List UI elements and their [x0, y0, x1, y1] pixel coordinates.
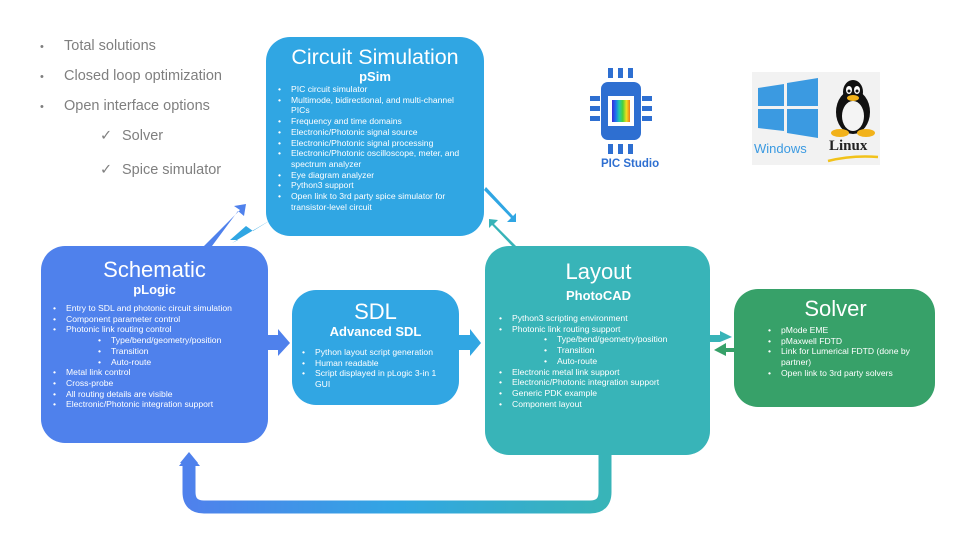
list-item: Type/bend/geometry/position [51, 335, 258, 346]
list-item: Photonic link routing control [51, 324, 258, 335]
list-item: Electronic metal link support [497, 367, 700, 378]
list-item: Transition [497, 345, 700, 356]
layout-box: Layout PhotoCAD Python3 scripting enviro… [485, 246, 710, 455]
arrow-layout-to-schematic-loop [179, 452, 612, 514]
list-item: Component layout [497, 399, 700, 410]
circuit-simulation-box: Circuit Simulation pSim PIC circuit simu… [266, 37, 484, 236]
list-item: Entry to SDL and photonic circuit simula… [51, 303, 258, 314]
list-item: Metal link control [51, 367, 258, 378]
list-item: Eye diagram analyzer [276, 170, 474, 181]
box-subtitle: pSim [359, 69, 391, 84]
sdl-box: SDL Advanced SDL Python layout script ge… [292, 290, 459, 405]
list-item: Generic PDK example [497, 388, 700, 399]
box-subtitle: Advanced SDL [329, 324, 422, 339]
list-item: Open link to 3rd party spice simulator f… [276, 191, 474, 212]
box-subtitle: pLogic [133, 282, 176, 297]
linux-label: Linux [829, 138, 868, 154]
list-item: Multimode, bidirectional, and multi-chan… [276, 95, 474, 116]
box-title: Circuit Simulation [291, 45, 459, 69]
list-item: Link for Lumerical FDTD (done by partner… [766, 346, 925, 367]
list-item: Python3 scripting environment [497, 313, 700, 324]
list-item: Open link to 3rd party solvers [766, 368, 925, 379]
tux-penguin-icon [831, 80, 875, 137]
list-item: Electronic/Photonic oscilloscope, meter,… [276, 148, 474, 169]
list-item: Cross-probe [51, 378, 258, 389]
list-item: pMaxwell FDTD [766, 336, 925, 347]
list-item: All routing details are visible [51, 389, 258, 400]
list-item: Electronic/Photonic integration support [497, 377, 700, 388]
arrow-circuit-to-schematic [230, 218, 274, 243]
windows-label: Windows [754, 141, 807, 156]
feature-list: Python layout script generationHuman rea… [300, 347, 451, 390]
chip-icon [590, 68, 652, 154]
arrow-solver-to-layout [714, 343, 734, 356]
linux-swoosh-icon [827, 155, 879, 163]
box-title: Solver [804, 296, 867, 321]
list-item: Electronic/Photonic signal source [276, 127, 474, 138]
box-subtitle: PhotoCAD [566, 288, 631, 303]
schematic-box: Schematic pLogic Entry to SDL and photon… [41, 246, 268, 443]
check-icon: ✓ [100, 162, 113, 178]
arrow-sdl-to-layout [459, 329, 481, 356]
list-item: Python layout script generation [300, 347, 451, 358]
list-item: Type/bend/geometry/position [497, 334, 700, 345]
list-item: Transition [51, 346, 258, 357]
list-item: Python3 support [276, 180, 474, 191]
list-item: Component parameter control [51, 314, 258, 325]
list-item: Frequency and time domains [276, 116, 474, 127]
box-title: Schematic [103, 257, 206, 282]
windows-icon [758, 78, 818, 138]
box-title: Layout [565, 259, 632, 284]
list-item: Electronic/Photonic signal processing [276, 138, 474, 149]
pic-studio-label: PIC Studio [601, 158, 660, 170]
arrow-layout-to-circuit [489, 219, 517, 247]
list-item: pMode EME [766, 325, 925, 336]
arrow-layout-to-solver [710, 331, 732, 342]
feature-list: Python3 scripting environmentPhotonic li… [497, 313, 700, 409]
list-item: Human readable [300, 358, 451, 369]
list-item: Auto-route [497, 356, 700, 367]
list-item: Electronic/Photonic integration support [51, 399, 258, 410]
list-item: Auto-route [51, 357, 258, 368]
list-item: Script displayed in pLogic 3-in 1 GUI [300, 368, 451, 389]
list-item: PIC circuit simulator [276, 84, 474, 95]
arrow-schematic-to-sdl [268, 329, 290, 356]
solver-box: Solver pMode EMEpMaxwell FDTDLink for Lu… [734, 289, 935, 407]
feature-list: PIC circuit simulatorMultimode, bidirect… [276, 84, 474, 212]
list-item: Photonic link routing support [497, 324, 700, 335]
feature-list: Entry to SDL and photonic circuit simula… [51, 303, 258, 410]
check-icon: ✓ [100, 128, 113, 144]
arrow-circuit-to-layout [484, 187, 516, 222]
feature-list: pMode EMEpMaxwell FDTDLink for Lumerical… [766, 325, 925, 379]
arrow-schematic-to-circuit [204, 204, 246, 246]
box-title: SDL [354, 299, 397, 324]
